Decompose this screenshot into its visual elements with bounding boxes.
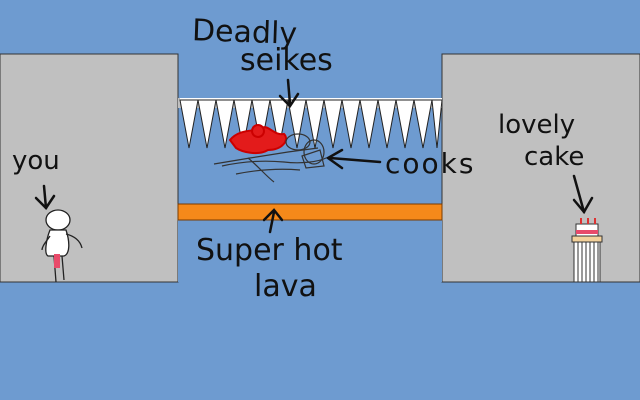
cooks-body: [213, 133, 327, 183]
cake[interactable]: [571, 218, 603, 243]
label-lovely: lovely: [498, 110, 576, 140]
pit-floor: [178, 218, 442, 282]
label-cooks: cooks: [385, 147, 476, 180]
left-wall: [0, 53, 179, 283]
blood-splatter: [228, 124, 287, 155]
spike-row: [179, 98, 443, 149]
label-super-hot: Super hot: [196, 233, 343, 268]
cake-pedestal: [573, 241, 601, 283]
annotation-arrows: [34, 78, 594, 234]
right-wall: [441, 53, 640, 283]
player[interactable]: [41, 209, 83, 283]
label-you: you: [12, 146, 60, 176]
label-spikes: seikes: [240, 43, 333, 78]
label-lava: lava: [254, 269, 317, 304]
label-cake: cake: [524, 142, 585, 172]
lava-bar: [177, 203, 443, 221]
